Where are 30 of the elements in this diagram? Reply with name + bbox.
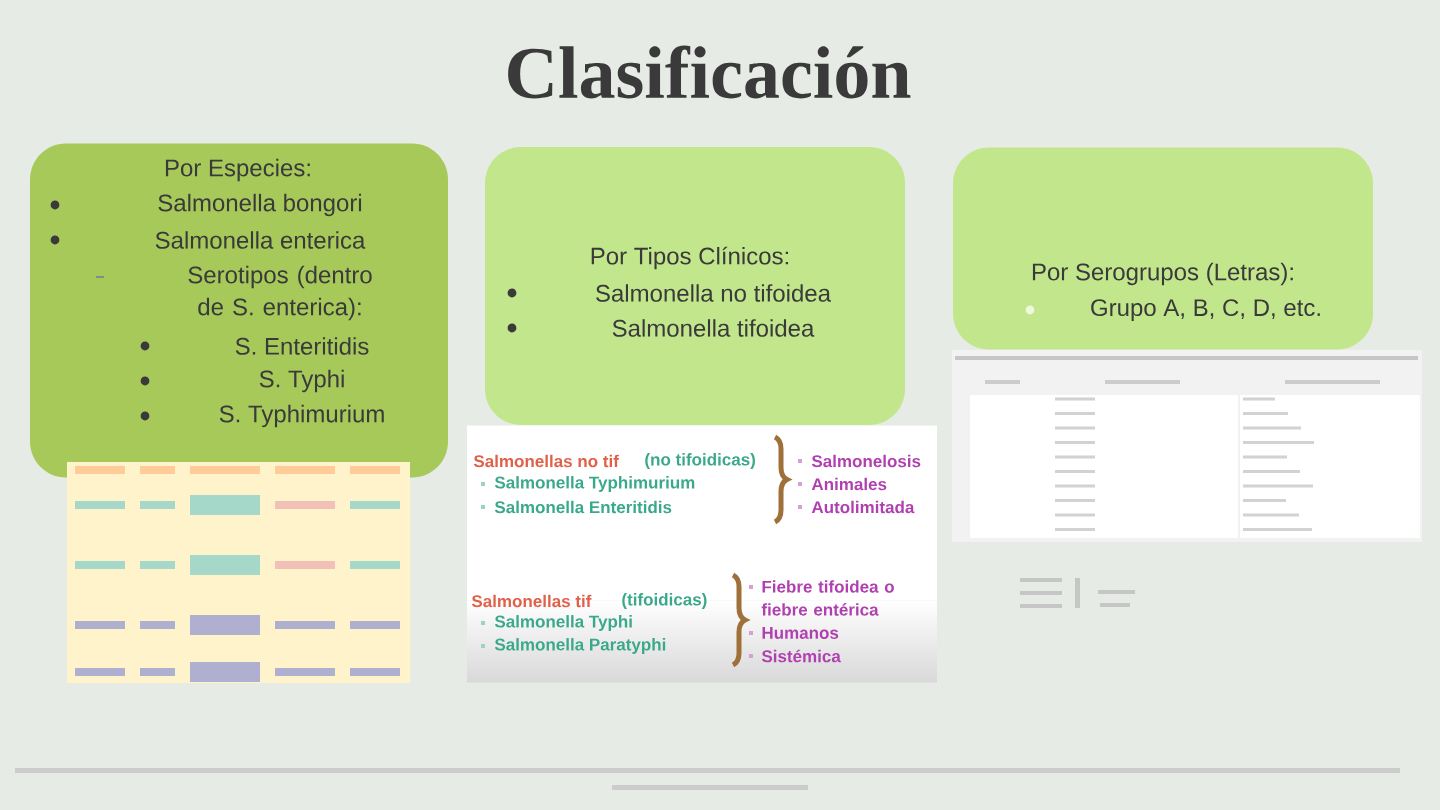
category-box	[953, 147, 1373, 350]
category-box	[30, 143, 448, 478]
picture-text: Autolimitada	[811, 500, 915, 514]
list-item: S. Enteritidis	[235, 337, 369, 355]
list-item: Serotipos (dentro de S. enterica):	[188, 265, 372, 321]
picture-text: Salmonella Paratyphi	[494, 638, 666, 654]
box-heading: Por Especies:	[165, 158, 310, 182]
picture-text: Salmonelosis	[811, 454, 921, 468]
category-box	[485, 147, 905, 425]
picture-text: Fiebre tifoidea o fiebre entérica	[761, 580, 894, 616]
list-item: Salmonella enterica	[155, 231, 366, 249]
list-item: S. Typhimurium	[219, 404, 384, 428]
picture-text: Salmonella Enteritidis	[494, 500, 672, 514]
list-item: Grupo A, B, C, D, etc.	[1091, 299, 1320, 321]
picture-text: Salmonella Typhi	[494, 615, 632, 631]
picture-text: (no tifoidicas)	[645, 453, 755, 469]
picture-text: Animales	[811, 477, 887, 491]
picture-text: (tifoidicas)	[622, 593, 707, 609]
picture-text: Sistémica	[761, 649, 841, 663]
title: Clasificación	[508, 45, 911, 99]
picture-text: Salmonellas tif	[471, 594, 592, 608]
picture-text: Humanos	[762, 627, 839, 639]
list-item: Salmonella tifoidea	[612, 319, 815, 337]
picture-text: Salmonella Typhimurium	[494, 476, 695, 492]
box-heading: Por Serogrupos (Letras):	[1032, 262, 1293, 286]
box-heading: Por Tipos Clínicos:	[591, 246, 789, 270]
picture-text: Salmonellas no tif	[473, 454, 619, 468]
list-item: Salmonella no tifoidea	[596, 284, 831, 302]
list-item: Salmonella bongori	[158, 193, 362, 217]
list-item: S. Typhi	[259, 369, 344, 393]
